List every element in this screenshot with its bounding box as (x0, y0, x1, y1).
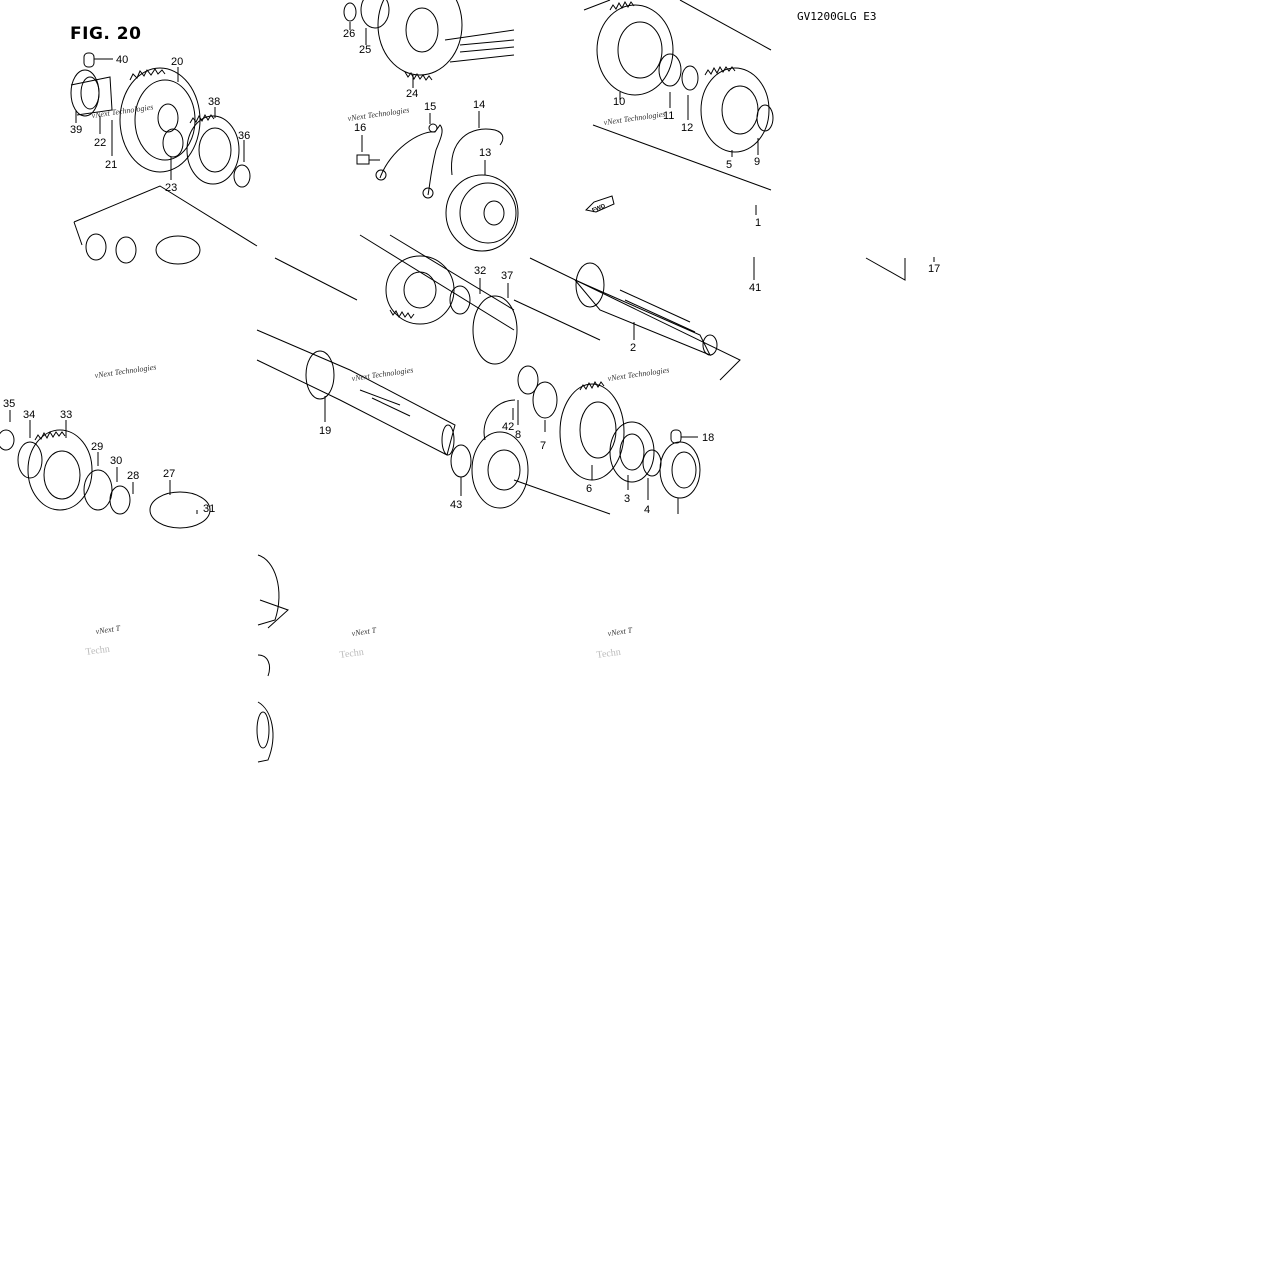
callout-32: 32 (474, 265, 486, 277)
callout-38: 38 (208, 96, 220, 108)
tile-far-right (753, 257, 935, 281)
watermark-faint: Techn (596, 647, 622, 661)
callout-20: 20 (171, 56, 183, 68)
watermark: vNext Technologies (607, 365, 670, 383)
tile-top-right (583, 0, 774, 215)
watermark: vNext Technologies (91, 102, 154, 120)
callout-9: 9 (754, 156, 760, 168)
callout-2: 2 (630, 342, 636, 354)
callout-21: 21 (105, 159, 117, 171)
fwd-label: FWD (592, 203, 608, 214)
gear-27-icon (149, 491, 211, 529)
callout-42: 42 (502, 421, 514, 433)
callout-39: 39 (70, 124, 82, 136)
gear-5-icon (700, 67, 770, 153)
callout-10: 10 (613, 96, 625, 108)
callout-labels: 40 20 38 36 39 22 21 23 26 25 24 15 14 1… (3, 28, 940, 516)
watermark: vNext Technologies (347, 105, 410, 123)
callout-13: 13 (479, 147, 491, 159)
callout-6: 6 (586, 483, 592, 495)
countershaft-icon (256, 329, 456, 456)
callout-25: 25 (359, 44, 371, 56)
callout-43: 43 (450, 499, 462, 511)
callout-26: 26 (343, 28, 355, 40)
callout-37: 37 (501, 270, 513, 282)
watermark: vNext Technologies (603, 109, 666, 127)
gear-33-icon (27, 429, 93, 511)
tile-top-middle (343, 0, 519, 252)
callout-15: 15 (424, 101, 436, 113)
gear-24-icon (377, 0, 463, 76)
watermark: vNext T (95, 624, 121, 636)
gear-38-icon (186, 115, 240, 185)
callout-17: 17 (928, 263, 940, 275)
watermark-faint: Techn (85, 644, 111, 658)
circlip-icon (233, 164, 251, 188)
pin-icon (83, 52, 95, 68)
circlip-42-icon (483, 399, 516, 441)
fwd-arrow-icon (584, 195, 615, 213)
callout-30: 30 (110, 455, 122, 467)
callout-34: 34 (23, 409, 35, 421)
gear-3-icon (609, 421, 655, 483)
callout-27: 27 (163, 468, 175, 480)
callout-14: 14 (473, 99, 485, 111)
gear-icon (385, 255, 455, 325)
callout-19: 19 (319, 425, 331, 437)
callout-41: 41 (749, 282, 761, 294)
bushing-2-icon (659, 441, 701, 499)
bushing-7-icon (532, 381, 558, 419)
callout-18: 18 (702, 432, 714, 444)
callout-11: 11 (663, 110, 674, 122)
watermark: vNext Technologies (351, 365, 414, 383)
callout-40: 40 (116, 54, 128, 66)
callout-5: 5 (726, 159, 732, 171)
bushing-icon (70, 69, 100, 117)
callout-16: 16 (354, 122, 366, 134)
tile-center (256, 234, 529, 509)
callout-4: 4 (644, 504, 650, 516)
callout-24: 24 (406, 88, 418, 100)
watermark: vNext Technologies (94, 362, 157, 380)
pin-18-icon (670, 429, 682, 444)
mainshaft-icon (574, 279, 712, 356)
bearing-2-icon (471, 431, 529, 509)
callout-31: 31 (203, 503, 215, 515)
callout-12: 12 (681, 122, 693, 134)
callout-23: 23 (165, 182, 177, 194)
callout-29: 29 (91, 441, 103, 453)
watermark-faint: Techn (339, 647, 365, 661)
gear-10-icon (596, 4, 674, 96)
callout-1: 1 (755, 217, 761, 229)
tile-middle-left (0, 410, 211, 529)
bolt-icon (356, 154, 370, 165)
shift-fork-icon (379, 124, 443, 196)
tile-top-left (70, 52, 258, 265)
callout-22: 22 (94, 137, 106, 149)
callout-33: 33 (60, 409, 72, 421)
callout-36: 36 (238, 130, 250, 142)
callout-3: 3 (624, 493, 630, 505)
callout-28: 28 (127, 470, 139, 482)
tile-middle-right (513, 257, 741, 515)
callout-8: 8 (515, 429, 521, 441)
watermark: vNext T (351, 626, 377, 638)
gear-20-icon (119, 67, 201, 173)
o-ring-icon (450, 444, 472, 478)
watermark: vNext T (607, 626, 633, 638)
gear-37-icon (472, 295, 518, 365)
figure-title: FIG. 20 (70, 24, 142, 44)
model-code: GV1200GLG E3 (797, 10, 877, 23)
callout-35: 35 (3, 398, 15, 410)
bearing-icon (445, 174, 519, 252)
circlip-14-icon (451, 128, 504, 176)
callout-7: 7 (540, 440, 546, 452)
tile-bottom-middle (256, 554, 289, 763)
